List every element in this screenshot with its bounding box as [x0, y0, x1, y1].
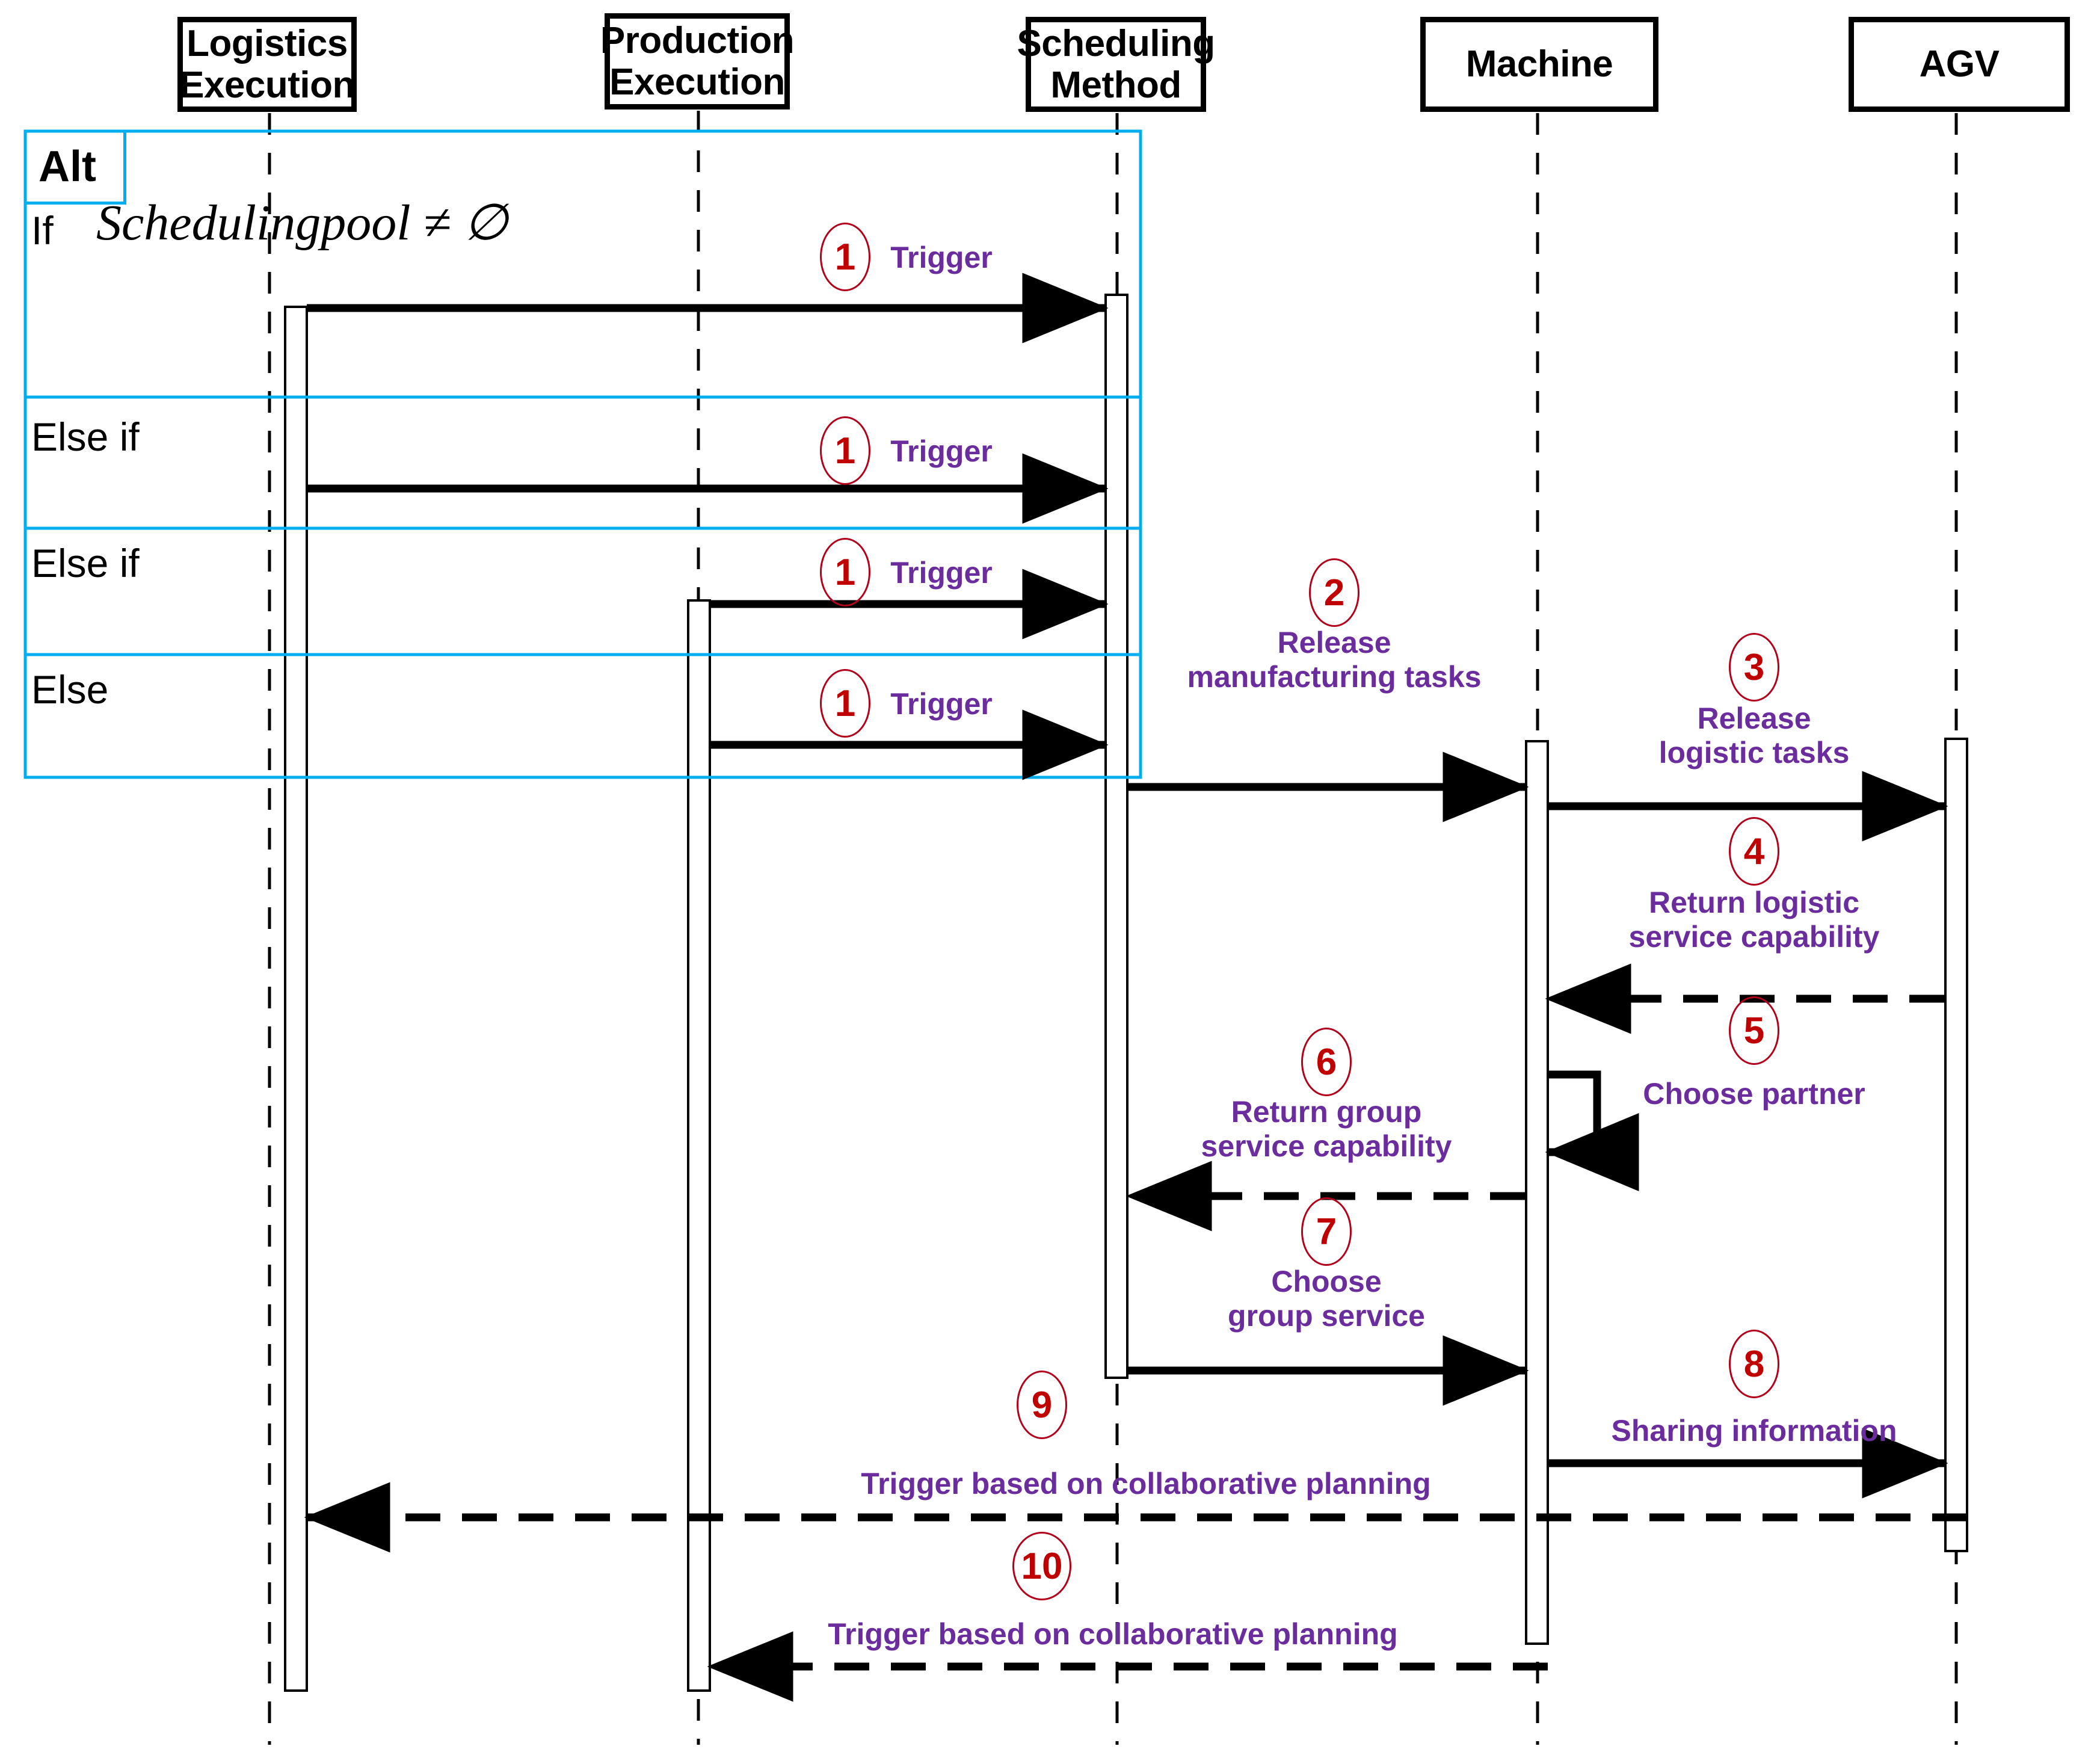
message-number-badge-4: 4	[1729, 817, 1779, 886]
message-number-badge-2: 2	[1309, 558, 1359, 627]
message-label-choose-partner: Choose partner	[1643, 1077, 1865, 1111]
lifeline-label-agv: AGV	[1919, 43, 2000, 85]
message-number-badge-8: 8	[1729, 1330, 1779, 1398]
message-number-badge-1a: 1	[820, 223, 870, 291]
message-label-trigger-collaborative-planning-10: Trigger based on collaborative planning	[828, 1617, 1398, 1651]
message-label-release-manufacturing-tasks: Release manufacturing tasks	[1187, 626, 1482, 694]
alt-fragment-frame	[23, 129, 1142, 779]
message-label-return-logistic-service-capability: Return logistic service capability	[1628, 886, 1880, 954]
message-number-badge-5: 5	[1729, 996, 1779, 1065]
message-number-badge-6: 6	[1301, 1028, 1352, 1096]
message-number-badge-1c: 1	[820, 538, 870, 606]
lifeline-label-scheduling: Scheduling Method	[1017, 22, 1215, 106]
message-label-choose-group-service: Choose group service	[1228, 1265, 1425, 1333]
message-label-trigger-collaborative-planning-9: Trigger based on collaborative planning	[861, 1467, 1431, 1500]
message-number-badge-1d: 1	[820, 669, 870, 738]
lifeline-label-production: Production Execution	[600, 19, 795, 103]
message-number-badge-10: 10	[1012, 1532, 1071, 1600]
activation-logistics	[284, 306, 308, 1692]
activation-bars	[284, 294, 1968, 1692]
branch-keyword-elseif-1: Else if	[31, 415, 140, 459]
message-arrows	[304, 273, 1967, 1702]
lifeline-header-scheduling[interactable]: Scheduling Method	[1017, 17, 1215, 112]
message-label-sharing-information: Sharing information	[1611, 1414, 1897, 1448]
alt-operator-box: Alt	[25, 131, 126, 205]
alt-operator-label: Alt	[38, 142, 96, 191]
message-number-badge-1b: 1	[820, 416, 870, 485]
activation-production	[687, 599, 711, 1692]
activation-scheduling	[1104, 294, 1129, 1379]
message-number-badge-9: 9	[1017, 1371, 1067, 1439]
branch-keyword-else: Else	[31, 667, 109, 712]
lifeline-label-machine: Machine	[1465, 43, 1613, 85]
message-number-badge-3: 3	[1729, 633, 1779, 702]
lifeline-header-logistics[interactable]: Logistics Execution	[177, 17, 357, 112]
lifeline-header-machine[interactable]: Machine	[1420, 17, 1658, 112]
message-label-trigger-4: Trigger	[890, 687, 993, 721]
activation-agv	[1944, 738, 1968, 1552]
message-label-return-group-service-capability: Return group service capability	[1201, 1095, 1452, 1163]
lifeline-header-agv[interactable]: AGV	[1849, 17, 2070, 112]
branch-condition-if: Schedulingpool ≠ ∅	[96, 195, 508, 251]
message-label-release-logistic-tasks: Release logistic tasks	[1658, 702, 1850, 770]
lifeline-header-production[interactable]: Production Execution	[600, 13, 795, 109]
message-label-trigger-3: Trigger	[890, 556, 993, 590]
activation-machine	[1525, 740, 1549, 1645]
branch-keyword-if: If	[31, 208, 54, 253]
arrow-choose-partner	[1545, 1070, 1639, 1191]
branch-keyword-elseif-2: Else if	[31, 541, 140, 585]
lifeline-label-logistics: Logistics Execution	[179, 22, 355, 106]
message-label-trigger-1: Trigger	[890, 241, 993, 274]
message-number-badge-7: 7	[1301, 1197, 1352, 1266]
message-label-trigger-2: Trigger	[890, 434, 993, 468]
